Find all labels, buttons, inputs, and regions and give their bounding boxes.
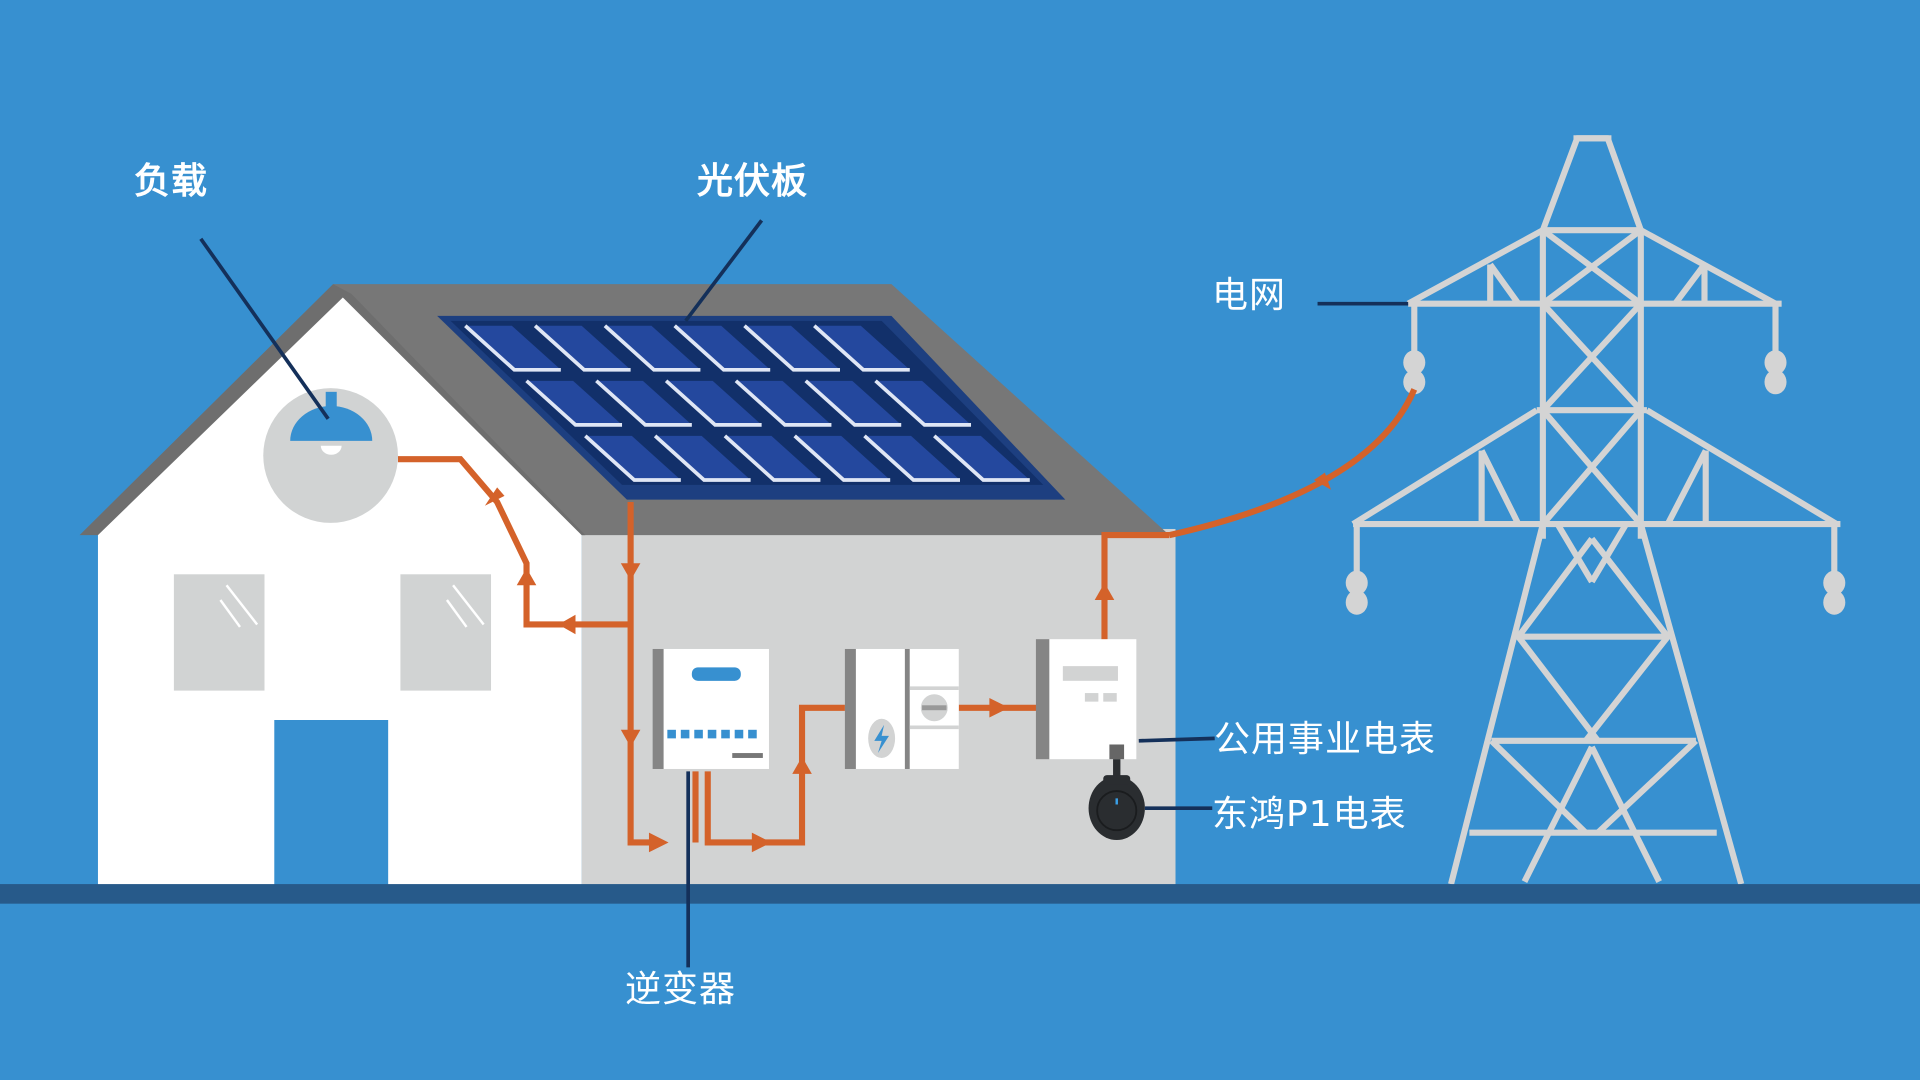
p1-dongle-icon [1088,744,1145,840]
arrow-right-icon [648,832,669,853]
solar-cell-highlight [813,324,910,372]
flow-arrows [484,472,1332,853]
leader-lines [199,219,1409,968]
door [274,720,389,887]
arrow-up-icon [484,487,505,506]
lightning-icon [874,724,889,754]
arrow-down-icon [620,563,641,581]
solar-cell-highlight [595,379,692,427]
window-left [173,574,265,691]
wire-meter-up [1101,532,1170,641]
power-tower-icon [1351,135,1841,885]
lamp-icon [263,388,398,523]
solar-cell-highlight [804,379,902,427]
ground-line [0,884,1920,904]
solar-cell-highlight [653,434,751,482]
solar-cell [724,435,821,480]
window-right [400,574,492,691]
solar-cell [875,380,972,425]
label-inverter: 逆变器 [625,969,737,1010]
solar-cell-highlight [743,324,840,372]
arrow-right-icon [751,832,772,853]
battery-charger-icon [844,648,959,769]
solar-cell [934,435,1030,480]
solar-cell-highlight [933,434,1030,482]
arrow-up-icon [516,568,537,586]
arrow-down-icon [620,729,641,747]
solar-cell [744,325,840,370]
arrow-right-icon [989,697,1009,718]
label-grid: 电网 [1212,275,1287,316]
solar-cell [666,380,762,425]
leader-pv [684,219,764,322]
solar-panel-icon [437,315,1066,500]
arrow-right-icon [1313,472,1332,490]
wire-to-load [397,456,631,628]
solar-cell [596,380,692,425]
solar-cell-highlight [464,324,561,372]
solar-cell [655,435,751,480]
label-load: 负载 [134,161,209,202]
solar-cell [864,435,960,480]
solar-cell-highlight [723,434,821,482]
solar-cell-highlight [793,434,891,482]
solar-cell [585,435,681,480]
label-pv-panel: 光伏板 [697,161,809,202]
solar-cell-highlight [664,379,762,427]
solar-cells [464,324,1030,482]
inverter-icon [652,648,769,769]
solar-cell-highlight [874,379,972,427]
solar-cell-highlight [603,324,701,372]
house-front-wall [97,297,582,887]
solar-cell-highlight [863,434,960,482]
arrow-left-icon [558,614,576,635]
solar-cell [814,325,910,370]
wire-inverter-to-battery [704,704,845,846]
wire-to-grid [1168,388,1418,539]
arrow-up-icon [792,756,812,774]
arrow-up-icon [1094,582,1115,600]
label-utility-meter: 公用事业电表 [1214,719,1437,760]
leader-load [199,237,330,420]
leader-utility-meter [1138,736,1215,743]
solar-cell [604,325,701,370]
solar-cell-highlight [533,324,631,372]
solar-cell [465,325,561,370]
solar-cell [794,435,891,480]
meter-icon [1035,639,1137,760]
solar-cell [674,325,771,370]
solar-cell-highlight [734,379,832,427]
solar-cell [735,380,832,425]
solar-cell [535,325,631,370]
solar-cell-highlight [584,434,681,482]
label-p1-meter: 东鸿P1电表 [1212,794,1407,835]
solar-cell-highlight [525,379,623,427]
solar-cell [805,380,902,425]
solar-cell [526,380,623,425]
solar-cell-highlight [673,324,771,372]
insulators [1345,350,1846,615]
